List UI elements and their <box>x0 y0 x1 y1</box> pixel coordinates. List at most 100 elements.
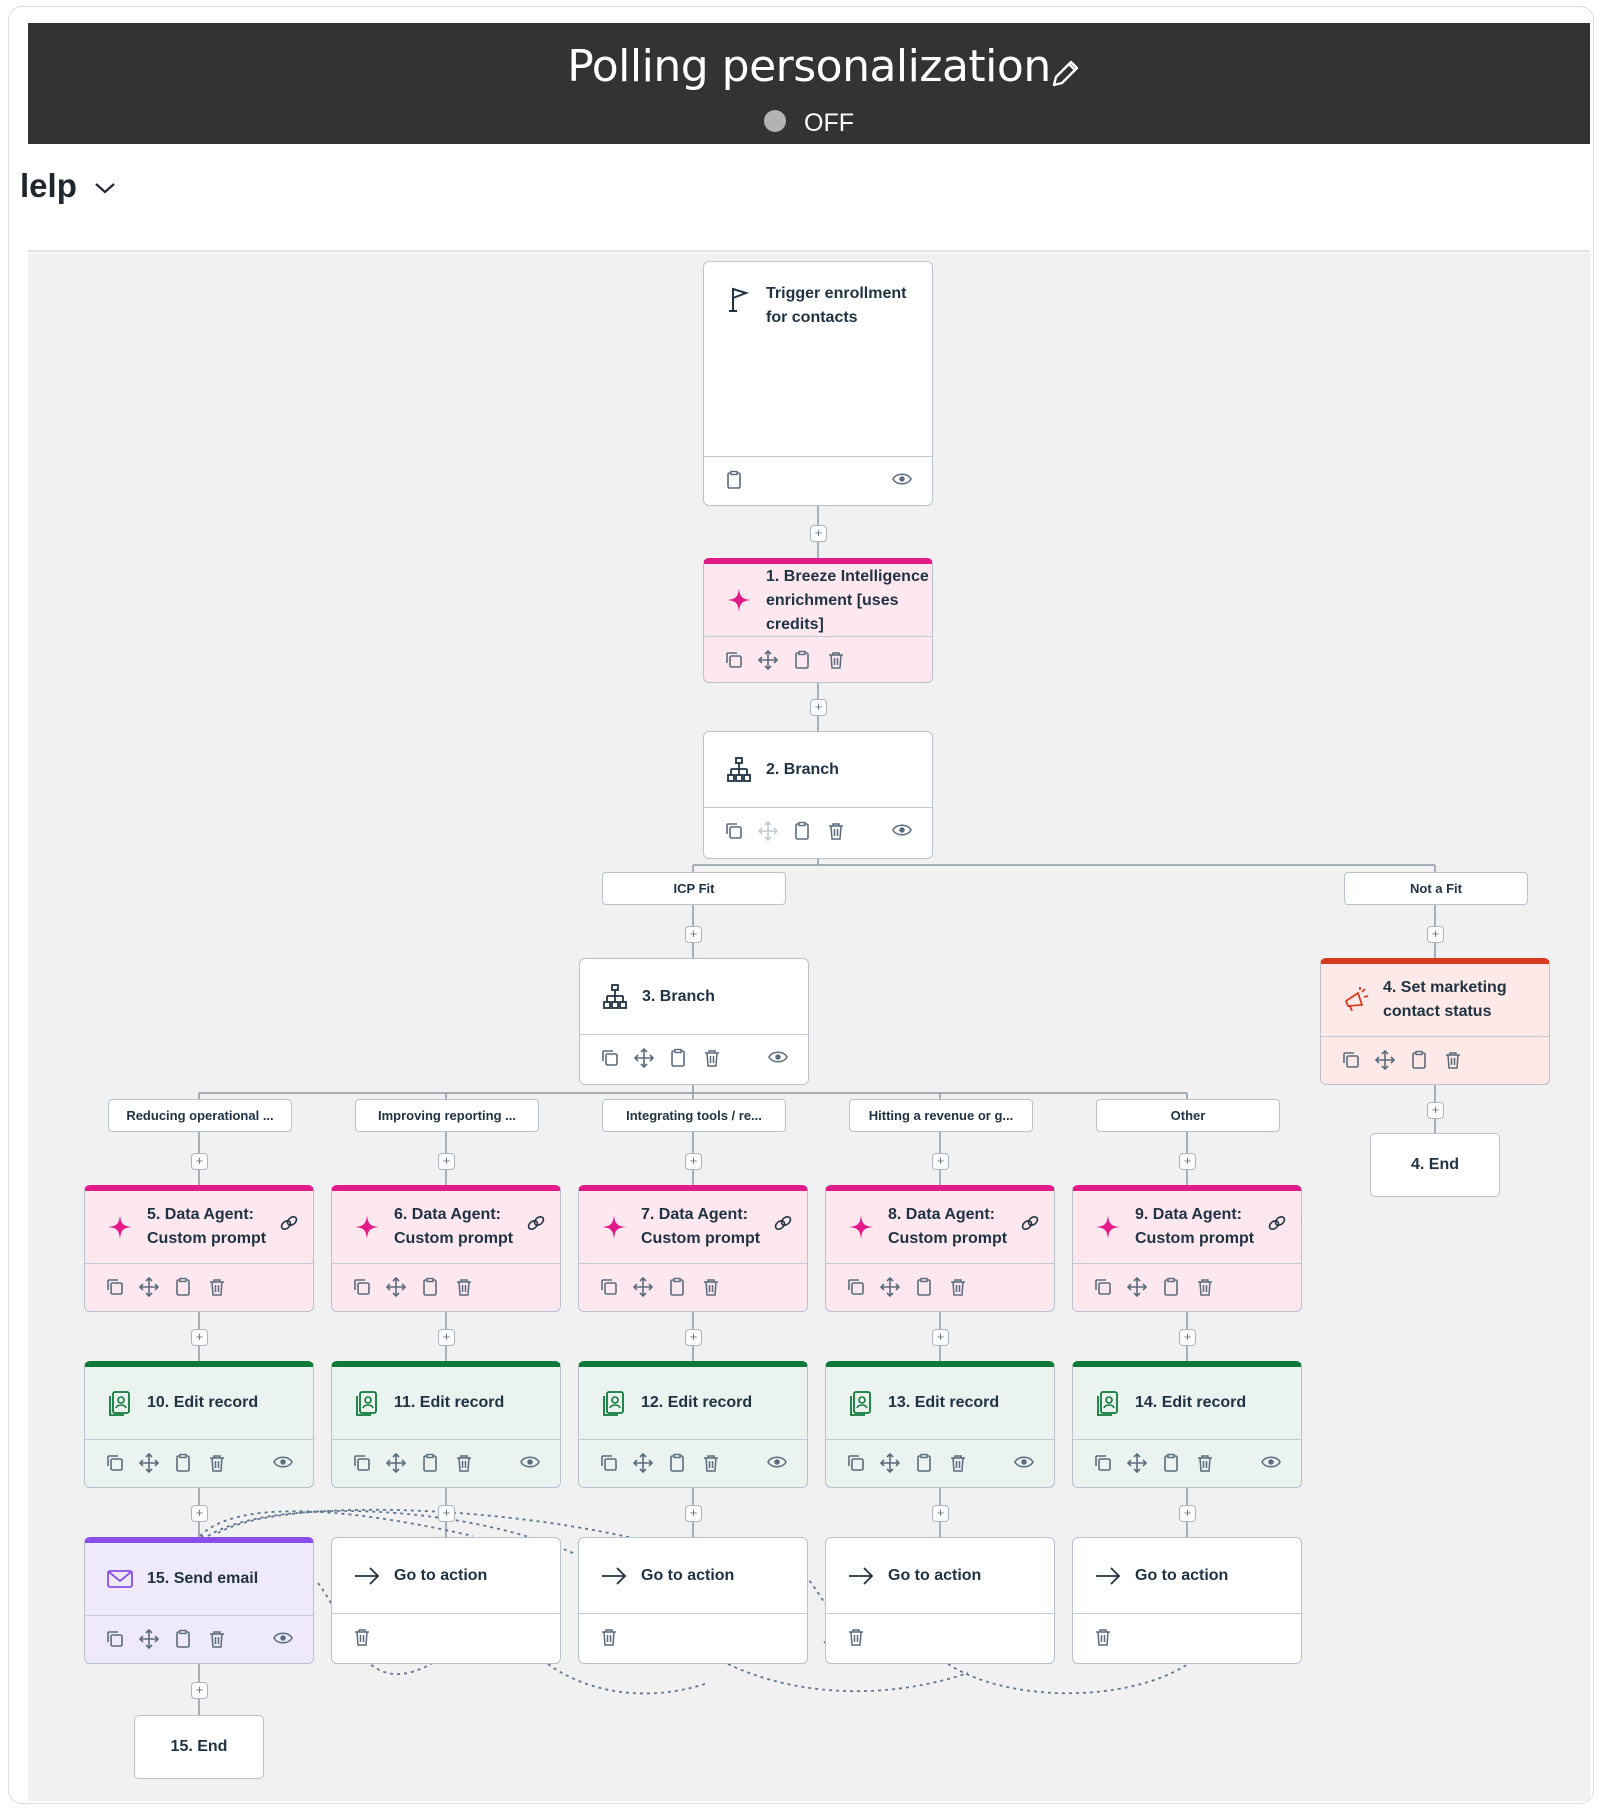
add-step-button[interactable]: + <box>685 926 702 943</box>
eye-icon[interactable] <box>273 1454 293 1474</box>
add-step-button[interactable]: + <box>932 1153 949 1170</box>
eye-icon[interactable] <box>892 822 912 842</box>
add-step-button[interactable]: + <box>810 525 827 542</box>
add-step-button[interactable]: + <box>191 1505 208 1522</box>
move-icon[interactable] <box>1127 1277 1147 1297</box>
go-to-action-card[interactable]: Go to action <box>578 1537 808 1664</box>
workflow-canvas[interactable]: Trigger enrollment for contacts + 1. Bre… <box>28 253 1590 1801</box>
send-email-card[interactable]: 15. Send email <box>84 1537 314 1664</box>
clipboard-icon[interactable] <box>914 1277 934 1297</box>
branch-tag-not-a-fit[interactable]: Not a Fit <box>1344 872 1528 905</box>
move-icon[interactable] <box>386 1277 406 1297</box>
edit-record-10-card[interactable]: 10. Edit record <box>84 1361 314 1488</box>
add-step-button[interactable]: + <box>685 1153 702 1170</box>
copy-icon[interactable] <box>599 1453 619 1473</box>
clipboard-icon[interactable] <box>792 821 812 841</box>
move-icon[interactable] <box>634 1048 654 1068</box>
clipboard-icon[interactable] <box>420 1277 440 1297</box>
clipboard-icon[interactable] <box>724 470 744 490</box>
pencil-icon[interactable] <box>1048 57 1082 91</box>
trash-icon[interactable] <box>454 1277 474 1297</box>
add-step-button[interactable]: + <box>191 1682 208 1699</box>
eye-icon[interactable] <box>520 1454 540 1474</box>
copy-icon[interactable] <box>599 1277 619 1297</box>
help-menu[interactable]: lelp <box>20 167 116 217</box>
edit-record-14-card[interactable]: 14. Edit record <box>1072 1361 1302 1488</box>
go-to-action-card[interactable]: Go to action <box>1072 1537 1302 1664</box>
trash-icon[interactable] <box>1195 1453 1215 1473</box>
end-15-card[interactable]: 15. End <box>134 1715 264 1779</box>
copy-icon[interactable] <box>352 1277 372 1297</box>
clipboard-icon[interactable] <box>668 1048 688 1068</box>
trash-icon[interactable] <box>702 1048 722 1068</box>
trash-icon[interactable] <box>207 1629 227 1649</box>
add-step-button[interactable]: + <box>685 1329 702 1346</box>
add-step-button[interactable]: + <box>685 1505 702 1522</box>
move-icon[interactable] <box>880 1453 900 1473</box>
add-step-button[interactable]: + <box>1179 1505 1196 1522</box>
eye-icon[interactable] <box>768 1049 788 1069</box>
trash-icon[interactable] <box>1093 1627 1113 1647</box>
trash-icon[interactable] <box>1443 1050 1463 1070</box>
copy-icon[interactable] <box>1093 1277 1113 1297</box>
eye-icon[interactable] <box>892 471 912 491</box>
add-step-button[interactable]: + <box>1427 1102 1444 1119</box>
edit-record-12-card[interactable]: 12. Edit record <box>578 1361 808 1488</box>
add-step-button[interactable]: + <box>1179 1329 1196 1346</box>
copy-icon[interactable] <box>105 1453 125 1473</box>
move-icon[interactable] <box>139 1277 159 1297</box>
trash-icon[interactable] <box>826 821 846 841</box>
data-agent-9-card[interactable]: 9. Data Agent: Custom prompt <box>1072 1185 1302 1312</box>
move-icon[interactable] <box>139 1629 159 1649</box>
clipboard-icon[interactable] <box>667 1277 687 1297</box>
trash-icon[interactable] <box>701 1453 721 1473</box>
clipboard-icon[interactable] <box>792 650 812 670</box>
trash-icon[interactable] <box>352 1627 372 1647</box>
add-step-button[interactable]: + <box>191 1329 208 1346</box>
trash-icon[interactable] <box>1195 1277 1215 1297</box>
go-to-action-card[interactable]: Go to action <box>825 1537 1055 1664</box>
data-agent-6-card[interactable]: 6. Data Agent: Custom prompt <box>331 1185 561 1312</box>
trash-icon[interactable] <box>207 1277 227 1297</box>
copy-icon[interactable] <box>105 1277 125 1297</box>
branch-tag-integrating-tools[interactable]: Integrating tools / re... <box>602 1099 786 1132</box>
marketing-status-card[interactable]: 4. Set marketing contact status <box>1320 958 1550 1085</box>
branch-tag-reducing-operational[interactable]: Reducing operational ... <box>108 1099 292 1132</box>
end-4-card[interactable]: 4. End <box>1370 1133 1500 1197</box>
add-step-button[interactable]: + <box>1179 1153 1196 1170</box>
clipboard-icon[interactable] <box>173 1453 193 1473</box>
eye-icon[interactable] <box>767 1454 787 1474</box>
add-step-button[interactable]: + <box>932 1329 949 1346</box>
move-icon[interactable] <box>139 1453 159 1473</box>
data-agent-8-card[interactable]: 8. Data Agent: Custom prompt <box>825 1185 1055 1312</box>
add-step-button[interactable]: + <box>191 1153 208 1170</box>
move-icon[interactable] <box>880 1277 900 1297</box>
go-to-action-card[interactable]: Go to action <box>331 1537 561 1664</box>
trash-icon[interactable] <box>207 1453 227 1473</box>
clipboard-icon[interactable] <box>1409 1050 1429 1070</box>
branch-tag-improving-reporting[interactable]: Improving reporting ... <box>355 1099 539 1132</box>
eye-icon[interactable] <box>1261 1454 1281 1474</box>
copy-icon[interactable] <box>846 1453 866 1473</box>
enrichment-card[interactable]: 1. Breeze Intelligence enrichment [uses … <box>703 558 933 683</box>
clipboard-icon[interactable] <box>420 1453 440 1473</box>
clipboard-icon[interactable] <box>173 1277 193 1297</box>
copy-icon[interactable] <box>105 1629 125 1649</box>
clipboard-icon[interactable] <box>1161 1453 1181 1473</box>
move-icon[interactable] <box>1127 1453 1147 1473</box>
add-step-button[interactable]: + <box>810 699 827 716</box>
trash-icon[interactable] <box>948 1453 968 1473</box>
move-icon[interactable] <box>1375 1050 1395 1070</box>
trash-icon[interactable] <box>701 1277 721 1297</box>
data-agent-7-card[interactable]: 7. Data Agent: Custom prompt <box>578 1185 808 1312</box>
add-step-button[interactable]: + <box>438 1153 455 1170</box>
copy-icon[interactable] <box>352 1453 372 1473</box>
copy-icon[interactable] <box>600 1048 620 1068</box>
copy-icon[interactable] <box>724 650 744 670</box>
copy-icon[interactable] <box>724 821 744 841</box>
clipboard-icon[interactable] <box>914 1453 934 1473</box>
edit-record-13-card[interactable]: 13. Edit record <box>825 1361 1055 1488</box>
move-icon[interactable] <box>386 1453 406 1473</box>
trash-icon[interactable] <box>846 1627 866 1647</box>
copy-icon[interactable] <box>1341 1050 1361 1070</box>
